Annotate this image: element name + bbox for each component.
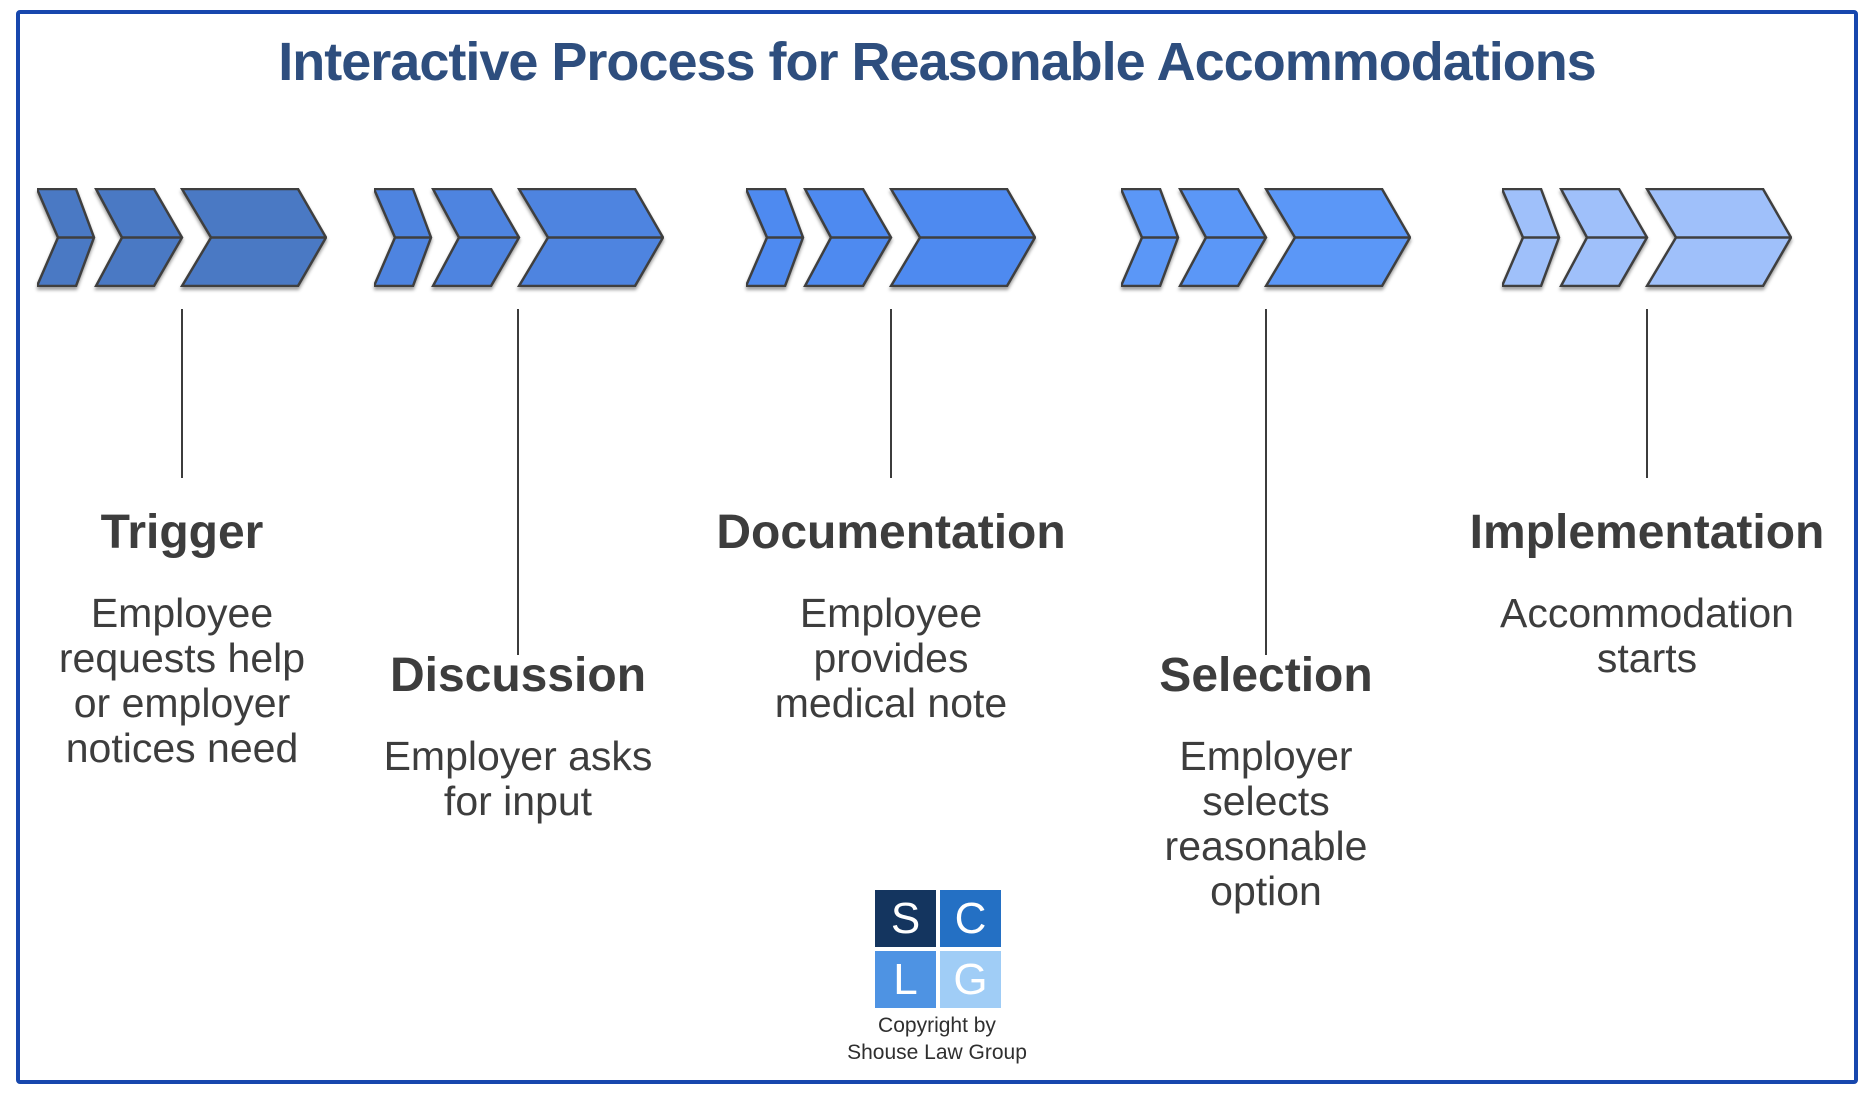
connector-line: [517, 309, 519, 655]
chevron-arrows-icon: [1502, 188, 1792, 287]
copyright-line1: Copyright by: [878, 1014, 996, 1037]
step-description-line: Employer: [1179, 733, 1353, 779]
copyright-notice: Copyright by Shouse Law Group: [737, 1012, 1137, 1066]
step-description-line: Employee: [799, 590, 983, 636]
chevron-arrows-icon: [374, 188, 664, 287]
step-description-line: Employer asks: [383, 733, 653, 779]
step-documentation: Documentation Employee provides medical …: [701, 505, 1081, 726]
step-implementation: Implementation Accommodation starts: [1457, 505, 1837, 681]
chevron-arrows-icon: [746, 188, 1036, 287]
step-description-line: provides: [813, 635, 969, 681]
step-heading: Documentation: [716, 506, 1066, 559]
step-description-line: starts: [1596, 635, 1698, 681]
sclg-logo: S C L G: [875, 890, 1001, 1008]
connector-line: [890, 309, 892, 478]
step-description-line: or employer: [73, 680, 291, 726]
step-description-line: medical note: [774, 680, 1008, 726]
copyright-line2: Shouse Law Group: [847, 1041, 1027, 1064]
connector-line: [181, 309, 183, 478]
step-description-line: option: [1210, 868, 1322, 914]
step-description-line: selects: [1202, 778, 1330, 824]
step-heading: Trigger: [100, 506, 264, 559]
step-description-line: for input: [443, 778, 593, 824]
logo-quadrant-g: G: [940, 951, 1001, 1008]
chevron-arrows-icon: [37, 188, 327, 287]
step-discussion: Discussion Employer asks for input: [328, 648, 708, 824]
step-trigger: Trigger Employee requests help or employ…: [0, 505, 372, 771]
step-heading: Selection: [1159, 649, 1373, 702]
logo-quadrant-l: L: [875, 951, 936, 1008]
chevron-arrows-icon: [1121, 188, 1411, 287]
connector-line: [1265, 309, 1267, 655]
step-description-line: requests help: [58, 635, 306, 681]
step-description-line: Employee: [90, 590, 274, 636]
logo-quadrant-s: S: [875, 890, 936, 947]
step-heading: Implementation: [1469, 506, 1825, 559]
step-description-line: reasonable: [1164, 823, 1368, 869]
logo-quadrant-c: C: [940, 890, 1001, 947]
page-title: Interactive Process for Reasonable Accom…: [278, 32, 1596, 92]
step-selection: Selection Employer selects reasonable op…: [1076, 648, 1456, 914]
connector-line: [1646, 309, 1648, 478]
step-description-line: Accommodation: [1500, 590, 1794, 636]
step-description-line: notices need: [65, 725, 299, 771]
step-heading: Discussion: [389, 649, 647, 702]
